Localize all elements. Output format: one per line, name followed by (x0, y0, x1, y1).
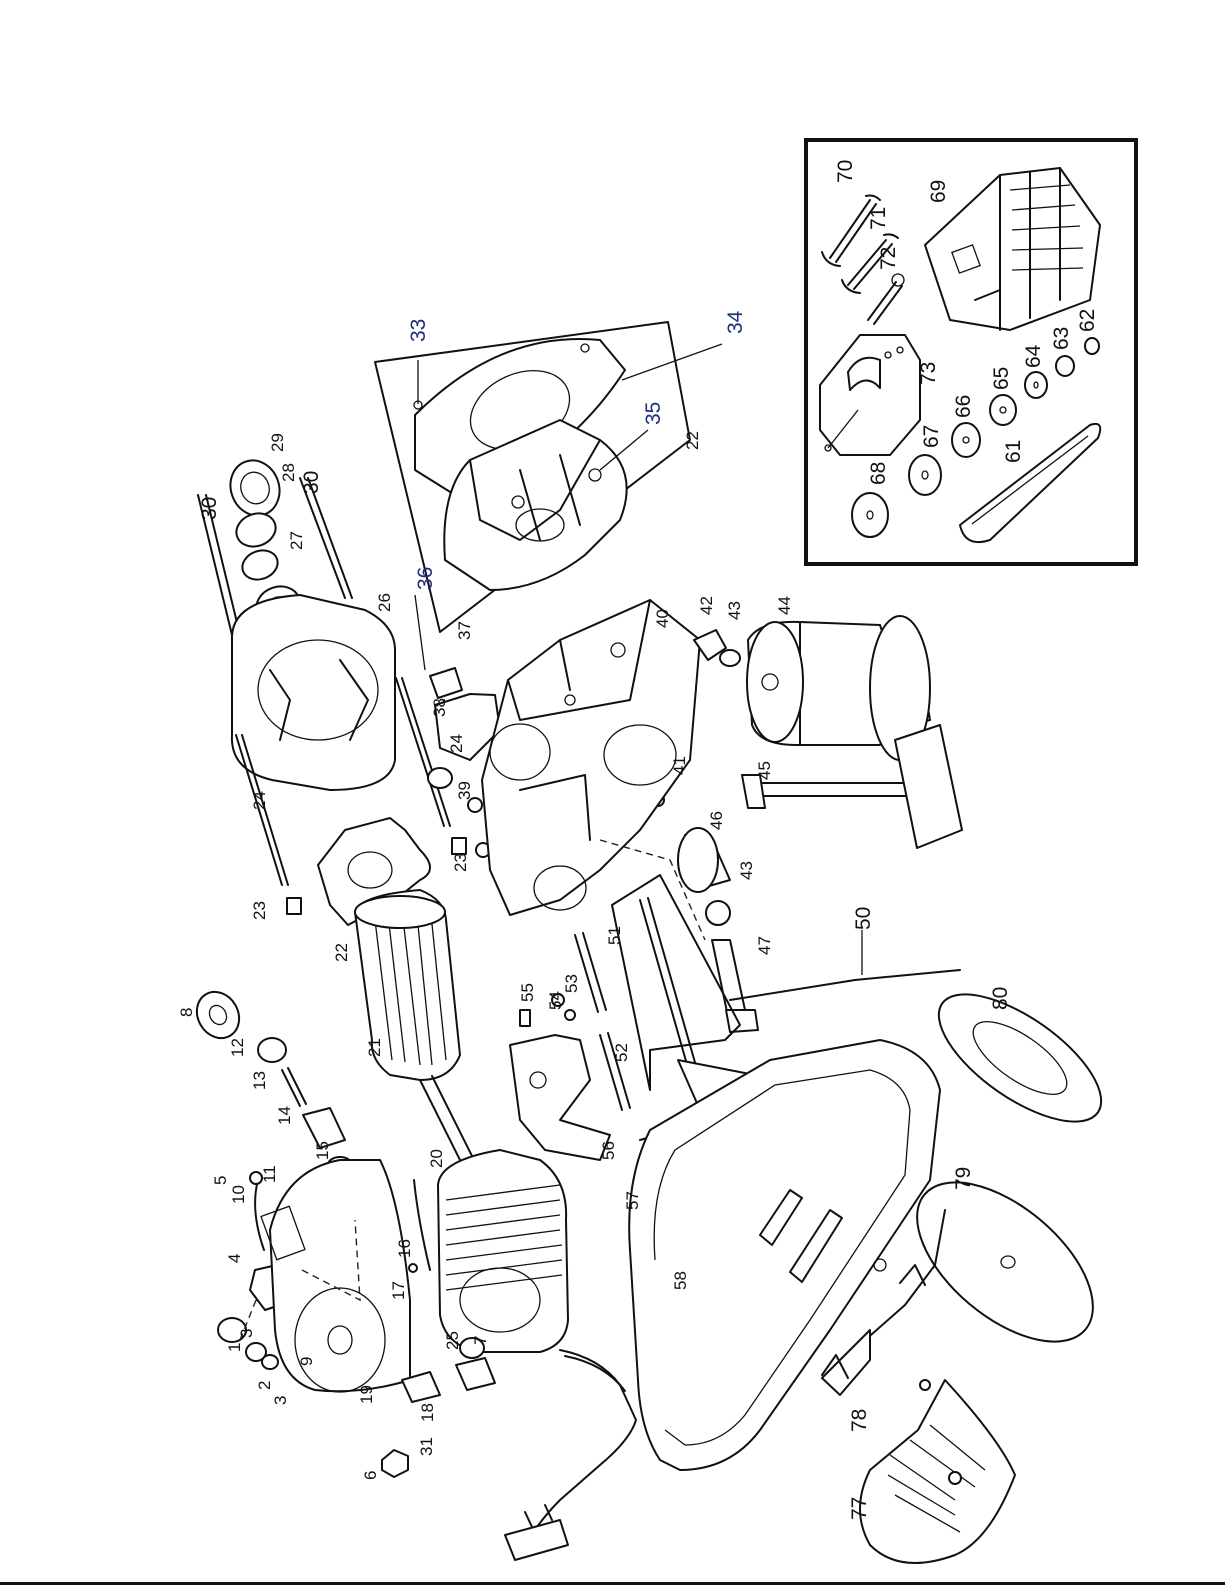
accessory-inset: 70 71 72 69 73 68 67 66 65 64 63 62 61 (806, 140, 1136, 564)
label-25: 25 (443, 1331, 462, 1350)
label-20: 20 (427, 1149, 446, 1168)
label-26: 26 (375, 593, 394, 612)
label-2: 2 (255, 1381, 274, 1390)
label-35: 35 (642, 402, 665, 425)
label-43: 43 (725, 601, 744, 620)
label-38: 38 (430, 698, 449, 717)
label-10: 10 (229, 1185, 248, 1204)
label-30b: 30 (300, 471, 323, 494)
label-14: 14 (275, 1106, 294, 1125)
label-65: 65 (990, 367, 1013, 390)
label-5: 5 (211, 1176, 230, 1185)
label-18: 18 (418, 1403, 437, 1422)
label-7: 7 (471, 1336, 490, 1345)
label-50: 50 (852, 907, 875, 930)
label-22: 22 (332, 943, 351, 962)
label-69: 69 (927, 180, 950, 203)
label-23b: 23 (451, 853, 470, 872)
field-coil-assembly (402, 1150, 568, 1402)
label-27: 27 (287, 531, 306, 550)
label-24b: 24 (447, 734, 466, 753)
label-54: 54 (546, 991, 565, 1010)
label-45: 45 (755, 761, 774, 780)
label-52: 52 (612, 1043, 631, 1062)
main-casting-assembly (428, 600, 962, 1032)
label-67: 67 (920, 425, 943, 448)
label-77: 77 (848, 1497, 871, 1520)
label-24: 24 (250, 791, 269, 810)
label-36: 36 (414, 567, 437, 590)
label-63: 63 (1050, 327, 1073, 350)
label-11: 11 (260, 1165, 279, 1183)
label-15: 15 (313, 1141, 332, 1160)
label-61: 61 (1002, 440, 1025, 463)
label-21: 21 (365, 1038, 384, 1057)
label-58: 58 (671, 1271, 690, 1290)
label-12: 12 (228, 1038, 247, 1057)
label-44: 44 (775, 596, 794, 615)
label-3b: 3 (237, 1329, 256, 1338)
label-43b: 43 (737, 861, 756, 880)
label-39: 39 (455, 781, 474, 800)
label-71: 71 (867, 207, 890, 230)
label-40: 40 (653, 609, 672, 628)
label-70: 70 (834, 160, 857, 183)
label-4: 4 (225, 1254, 244, 1263)
label-6: 6 (361, 1471, 380, 1480)
label-56: 56 (599, 1141, 618, 1160)
label-73: 73 (917, 362, 940, 385)
label-51: 51 (605, 926, 624, 945)
label-41: 41 (670, 756, 689, 775)
label-17: 17 (389, 1281, 408, 1300)
label-64: 64 (1022, 344, 1045, 368)
label-9: 9 (297, 1357, 316, 1366)
label-13: 13 (250, 1071, 269, 1090)
label-22b: 22 (683, 431, 702, 450)
label-29: 29 (268, 433, 287, 452)
label-80: 80 (989, 987, 1012, 1010)
label-1: 1 (225, 1343, 244, 1352)
label-53: 53 (562, 974, 581, 993)
label-34: 34 (724, 310, 747, 334)
platen-58 (629, 970, 960, 1470)
label-23: 23 (250, 901, 269, 920)
label-16: 16 (395, 1239, 414, 1258)
label-47: 47 (755, 936, 774, 955)
label-57: 57 (623, 1191, 642, 1210)
power-cord-31 (505, 1350, 636, 1560)
label-19: 19 (357, 1385, 376, 1404)
label-79: 79 (952, 1167, 975, 1190)
label-66: 66 (952, 395, 975, 418)
label-28: 28 (279, 463, 298, 482)
label-62: 62 (1076, 309, 1099, 332)
label-37: 37 (455, 621, 474, 640)
label-78: 78 (848, 1409, 871, 1432)
label-3: 3 (271, 1396, 290, 1405)
label-31: 31 (417, 1437, 436, 1456)
rear-end-bell-assembly (198, 453, 395, 790)
label-33: 33 (407, 319, 430, 342)
label-46: 46 (707, 811, 726, 830)
label-68: 68 (867, 462, 890, 485)
label-55: 55 (518, 983, 537, 1002)
label-30: 30 (198, 497, 221, 520)
label-72: 72 (877, 247, 900, 270)
label-42: 42 (697, 596, 716, 615)
label-8: 8 (177, 1008, 196, 1017)
